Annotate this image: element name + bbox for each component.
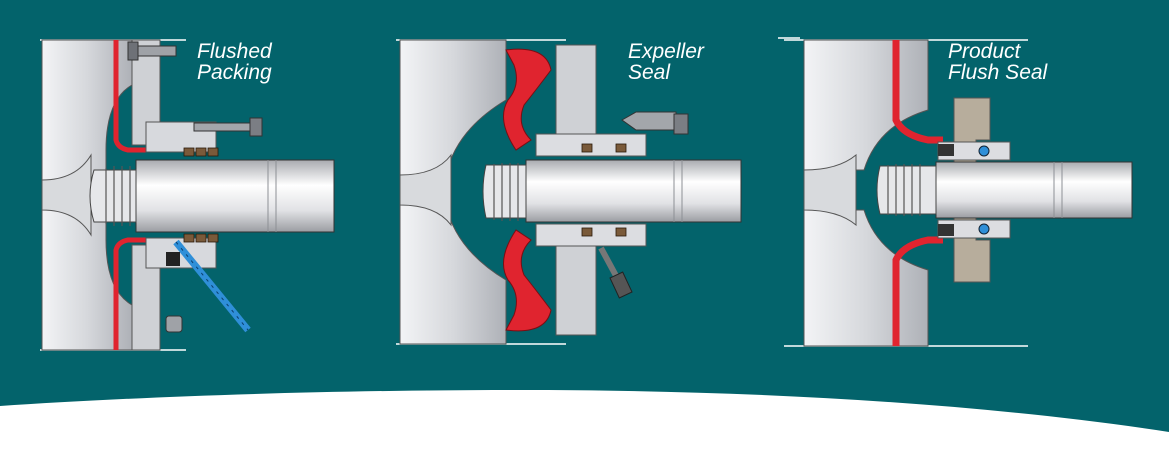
product-flush-seal-label-line-2: Flush Seal (948, 61, 1048, 84)
expeller-seal-label: Expeller Seal (628, 41, 704, 83)
product-flush-seal-label-line-1: Product (948, 40, 1021, 63)
expeller-seal-diagram (396, 39, 742, 345)
flushed-packing-diagram (40, 39, 335, 351)
expeller-seal-label-line-1: Expeller (628, 40, 704, 63)
product-flush-seal-diagram (778, 37, 1133, 347)
expeller-seal-label-line-2: Seal (628, 61, 671, 84)
flushed-packing-label-line-2: Packing (197, 61, 272, 84)
product-flush-seal-label: Product Flush Seal (948, 41, 1047, 83)
flushed-packing-label: Flushed Packing (197, 41, 272, 83)
flushed-packing-label-line-1: Flushed (197, 40, 272, 63)
